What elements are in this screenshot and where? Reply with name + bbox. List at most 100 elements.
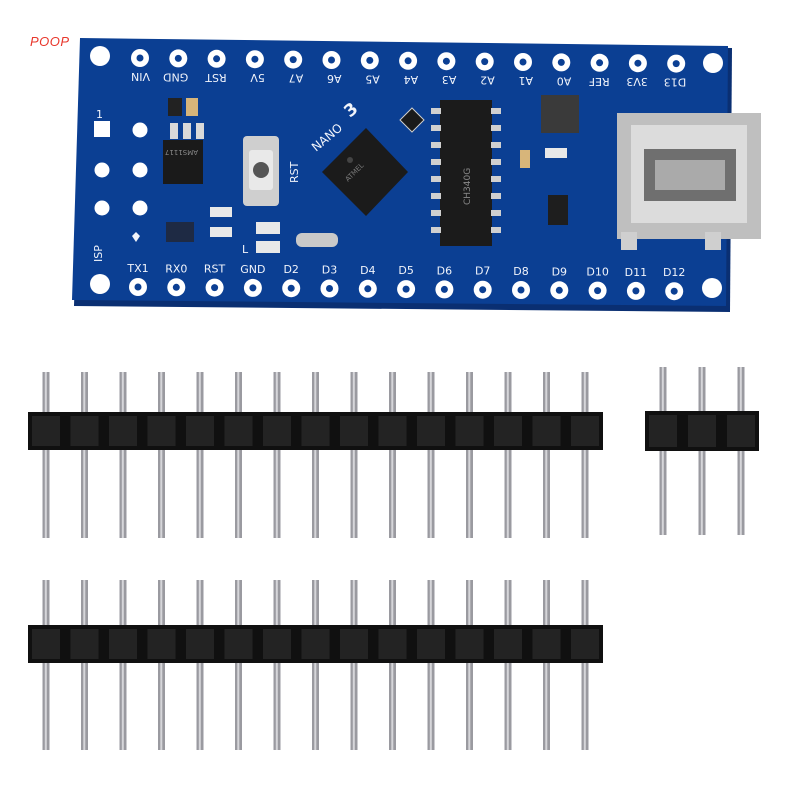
header-segment [186, 416, 214, 446]
header-segment [649, 415, 677, 447]
top-pin-hole [634, 59, 642, 67]
header-segment [70, 629, 99, 659]
chip-pin [491, 108, 501, 114]
bottom-pin-label: D4 [360, 264, 375, 277]
bottom-pin-hole [555, 286, 563, 294]
bottom-pin-hole [287, 284, 295, 292]
bottom-pin-label: D12 [663, 266, 685, 279]
header-segment [532, 416, 561, 446]
top-pin-hole [596, 59, 604, 67]
bottom-pin-row [129, 278, 684, 301]
bottom-pin-label: D8 [513, 265, 528, 278]
bottom-pin-hole [479, 286, 487, 294]
header-segment [571, 629, 599, 659]
bottom-pin-hole [211, 284, 219, 292]
chip-pin [491, 159, 501, 165]
header-pin-highlight [352, 372, 355, 538]
bottom-pin-hole [249, 284, 257, 292]
oscillator [541, 95, 579, 133]
header-15-top [28, 372, 603, 538]
top-pin-label: A2 [480, 74, 495, 87]
bottom-pin-hole [364, 285, 372, 293]
top-pin-row [131, 49, 686, 73]
resistor-array [166, 222, 194, 242]
bottom-pin-label: D11 [625, 266, 647, 279]
header-segment [455, 629, 484, 659]
heart-mark [132, 232, 140, 242]
header-pin-highlight [545, 372, 548, 538]
capacitor [545, 148, 567, 158]
header-pin-highlight [198, 372, 201, 538]
regulator-marking: AMS1117 [165, 148, 198, 156]
chip-pin [431, 227, 441, 233]
header-segment [32, 416, 60, 446]
header-segment [727, 415, 755, 447]
bottom-pin-label: D3 [322, 264, 337, 277]
chip-pin [491, 125, 501, 131]
top-pin-label: A1 [518, 74, 533, 87]
header-pin-highlight [275, 580, 278, 750]
header-segment [186, 629, 214, 659]
top-pin-label: D13 [664, 76, 686, 89]
pin1-label: 1 [96, 108, 103, 121]
top-pin-label: REF [589, 75, 610, 88]
top-pin-label: 3V3 [626, 75, 648, 88]
header-segment [109, 416, 137, 446]
top-pin-hole [366, 56, 374, 64]
header-pin-highlight [121, 580, 124, 750]
top-pin-label: A0 [557, 74, 572, 87]
top-pin-hole [213, 55, 221, 63]
reset-button [243, 136, 279, 206]
bottom-pin-hole [440, 285, 448, 293]
chip-pin [491, 176, 501, 182]
capacitor [168, 98, 182, 116]
bottom-pin-label: D7 [475, 265, 490, 278]
header-segment [301, 629, 330, 659]
bottom-pin-hole [172, 283, 180, 291]
bottom-pin-label: RST [204, 263, 226, 276]
header-pin-highlight [160, 580, 163, 750]
bottom-pin-label: RX0 [165, 262, 187, 275]
capacitor [186, 98, 198, 116]
header-segment [263, 629, 291, 659]
header-segment [263, 416, 291, 446]
header-pin-highlight [83, 372, 86, 538]
top-pin-label: A4 [404, 73, 419, 86]
status-leds [210, 207, 280, 253]
chip-pin [431, 176, 441, 182]
header-pin-highlight [160, 372, 163, 538]
chip-pin [431, 159, 441, 165]
header-pin-highlight [583, 372, 586, 538]
header-segment [301, 416, 330, 446]
header-pin-highlight [506, 372, 509, 538]
header-pin-highlight [314, 580, 317, 750]
header-segment [147, 416, 176, 446]
chip-pin [431, 210, 441, 216]
header-pin-highlight [275, 372, 278, 538]
bottom-pin-hole [594, 287, 602, 295]
led-label: L [242, 243, 249, 256]
isp-label: ISP [92, 245, 105, 262]
watermark-text: POOP [30, 34, 70, 49]
header-segment [147, 629, 176, 659]
rst-button-label: RST [288, 161, 301, 183]
header-pin-highlight [237, 580, 240, 750]
header-segment [378, 629, 407, 659]
mount-hole [90, 274, 110, 294]
bottom-pin-label: D10 [586, 266, 608, 279]
mount-hole [703, 53, 723, 73]
pin-headers [28, 367, 759, 750]
bottom-pin-label: D5 [398, 264, 413, 277]
header-segment [340, 629, 368, 659]
header-pin-highlight [429, 580, 432, 750]
header-segment [494, 416, 522, 446]
top-pin-hole [672, 60, 680, 68]
chip-pin [431, 142, 441, 148]
chip-pin [491, 227, 501, 233]
header-pin-highlight [506, 580, 509, 750]
header-pin-highlight [44, 580, 47, 750]
bottom-pin-hole [402, 285, 410, 293]
top-pin-label: 5V [250, 71, 265, 84]
